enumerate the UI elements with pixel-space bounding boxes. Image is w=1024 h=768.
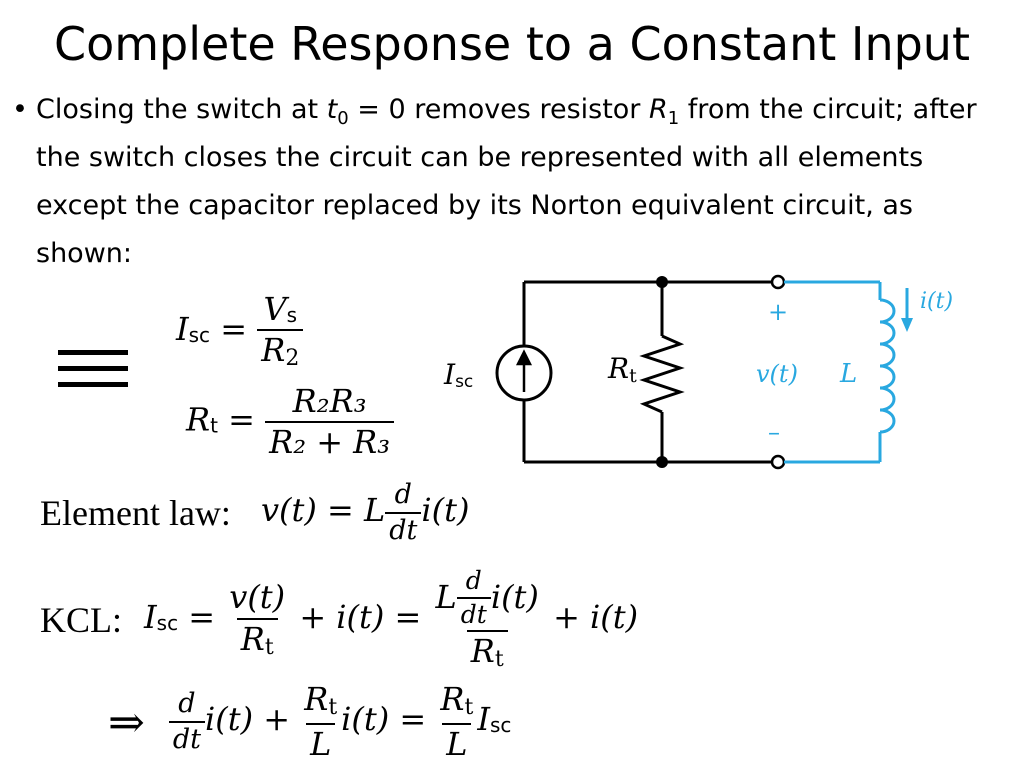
bullet-sub-t: 0: [337, 108, 349, 129]
source-arrow-head: [515, 349, 533, 366]
voltage-minus: –: [768, 418, 780, 446]
bullet-text-part: from the circuit; after the switch close…: [36, 94, 977, 269]
inductor-label: L: [839, 359, 857, 389]
element-law-d-num: d: [394, 479, 412, 511]
current-arrow-head: [901, 318, 913, 332]
kcl-f2-L: L: [435, 578, 457, 617]
bullet-point: • Closing the switch at t0 = 0 removes r…: [12, 86, 1017, 278]
norton-circuit-diagram: Isc Rt + – v(t) L i(t): [443, 274, 953, 470]
voltage-plus: +: [768, 298, 788, 326]
result-fraction-2: Rt L: [436, 682, 477, 761]
isc-den-sub: 2: [285, 346, 300, 372]
element-law-lhs: v(t) = L: [260, 491, 386, 530]
isc-den: R: [261, 331, 286, 370]
result-d-num: d: [178, 688, 196, 720]
terminal-top: [770, 274, 786, 290]
junction-dot-top: [656, 276, 668, 288]
kcl-middle: + i(t) =: [299, 598, 422, 637]
kcl-f1-den: R: [240, 619, 265, 658]
kcl-tail: + i(t): [553, 598, 639, 637]
bullet-sub-r: 1: [667, 108, 680, 129]
current-source-circle: [495, 344, 553, 402]
isc-lhs: I: [176, 310, 189, 349]
result-fraction-1: Rt L: [300, 682, 341, 761]
result-isc-sub: sc: [489, 713, 512, 738]
kcl-f2-d-num: d: [465, 566, 482, 596]
result-g-num: R: [440, 680, 465, 719]
isc-num-sub: s: [286, 303, 298, 327]
rt-den: R₂ + R₃: [265, 421, 395, 460]
result-term-2: i(t) =: [341, 700, 427, 739]
element-law-rhs: i(t): [421, 491, 470, 530]
result-g-num-sub: t: [464, 695, 474, 721]
slide-title: Complete Response to a Constant Input: [53, 17, 970, 71]
source-label: Isc: [443, 358, 473, 392]
result-f-den: L: [306, 722, 336, 762]
bullet-var-r: R: [649, 94, 668, 125]
isc-equation: Isc = Vs R2: [176, 290, 304, 372]
current-label: i(t): [920, 289, 953, 314]
isc-lhs-sub: sc: [188, 323, 211, 348]
isc-equals: =: [220, 310, 248, 349]
rt-num: R₂R₃: [292, 382, 367, 420]
result-term-1: i(t) +: [205, 700, 291, 739]
kcl-fraction-1: v(t) Rt: [225, 580, 289, 659]
resistor-zigzag: [639, 334, 685, 414]
rt-equation: Rt = R₂R₃ R₂ + R₃: [186, 382, 395, 460]
resistor-label: Rt: [607, 352, 637, 387]
kcl-lhs-sub: sc: [156, 611, 179, 636]
terminal-bottom: [770, 454, 786, 470]
bullet-text-part: Closing the switch at: [36, 94, 327, 125]
rt-lhs: R: [186, 400, 211, 439]
result-f-num-sub: t: [328, 695, 338, 721]
kcl-f2-i: i(t): [490, 578, 539, 617]
element-law-label: Element law:: [40, 493, 231, 533]
rt-lhs-sub: t: [210, 413, 218, 438]
isc-num: V: [263, 290, 287, 328]
bullet-marker: •: [12, 94, 28, 125]
isc-fraction: Vs R2: [257, 290, 304, 372]
rt-fraction: R₂R₃ R₂ + R₃: [265, 382, 395, 460]
kcl-f1-num: v(t): [229, 578, 286, 617]
implies-arrow: ⇒: [108, 696, 145, 748]
kcl-f2-den-sub: t: [494, 647, 504, 673]
result-isc: I: [477, 700, 490, 739]
inductor-coil: [879, 298, 896, 434]
kcl-lhs: I: [144, 598, 157, 637]
bullet-text: Closing the switch at t0 = 0 removes res…: [36, 86, 1017, 278]
result-d-den: dt: [168, 721, 206, 755]
bullet-text-part: = 0 removes resistor: [348, 94, 649, 125]
result-f-num: R: [304, 680, 329, 719]
kcl-f1-den-sub: t: [264, 634, 274, 660]
rt-equals: =: [228, 400, 255, 439]
voltage-label: v(t): [756, 360, 798, 388]
kcl-label: KCL:: [40, 600, 123, 640]
junction-dot-bottom: [656, 456, 668, 468]
kcl-f2-d-den: dt: [456, 596, 491, 629]
element-law-d-den: dt: [385, 512, 422, 546]
bullet-var-t: t: [326, 94, 338, 125]
result-g-den: L: [442, 722, 472, 762]
kcl-equals: =: [188, 598, 216, 637]
kcl-f2-den: R: [470, 632, 495, 671]
equivalence-symbol: [58, 350, 128, 398]
